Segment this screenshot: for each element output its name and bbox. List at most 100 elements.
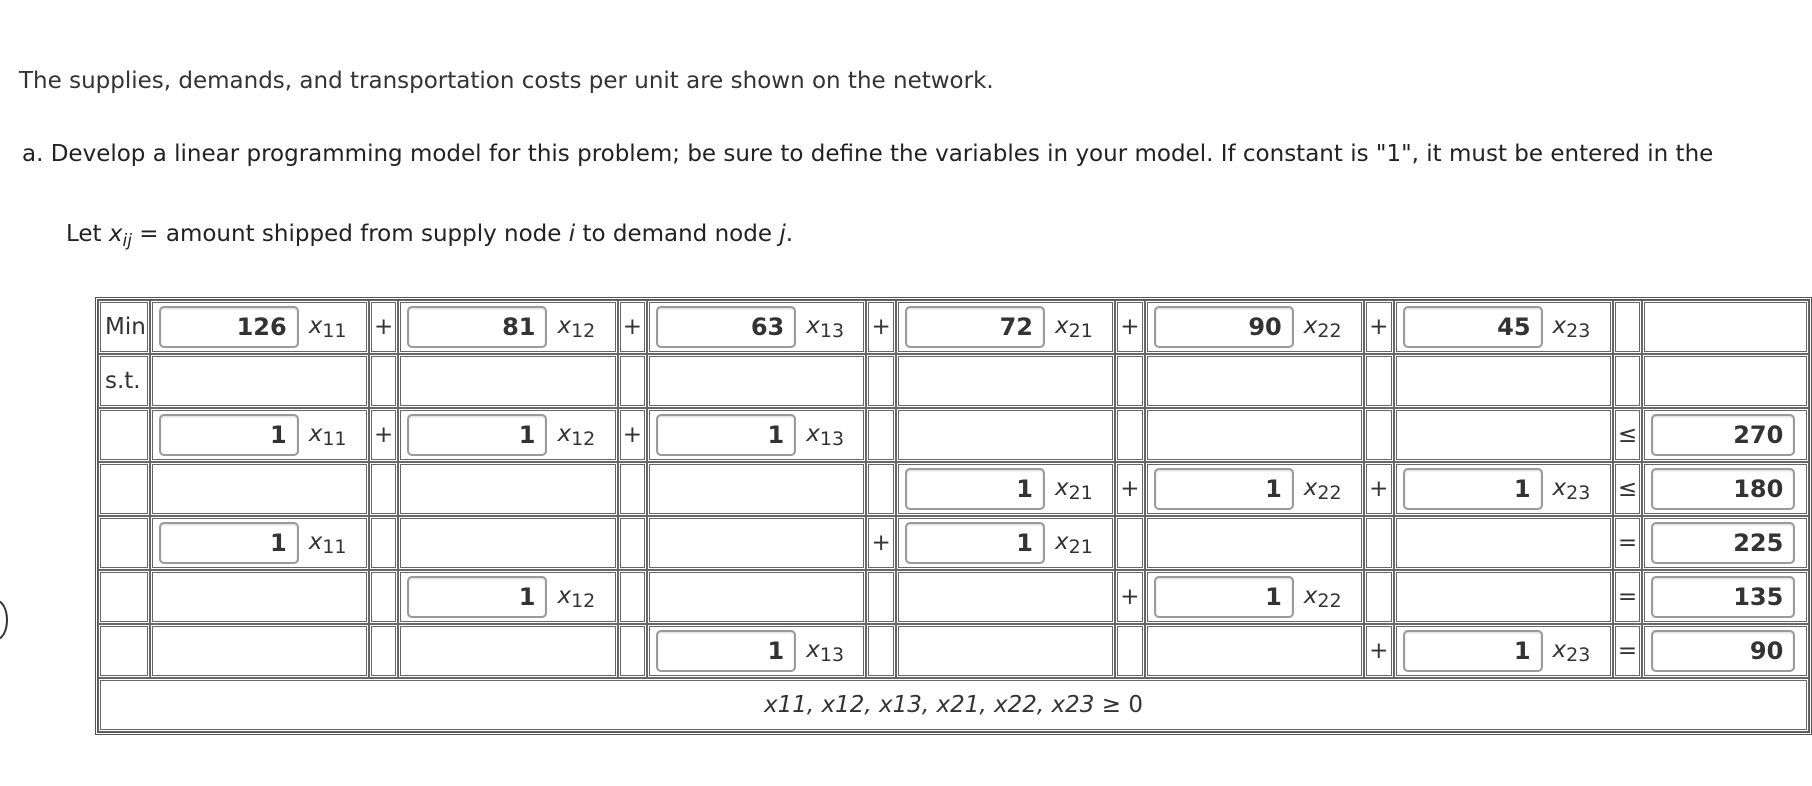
plus-operator: +	[1115, 462, 1145, 516]
row-label	[98, 408, 150, 462]
empty-term-cell	[1144, 624, 1364, 678]
coefficient-input-x12-constraint-1[interactable]: 1	[407, 414, 548, 456]
row-label	[98, 624, 150, 678]
term-cell-x23: 1 x23	[1393, 624, 1613, 678]
coefficient-input-x11-constraint-1[interactable]: 1	[158, 414, 299, 456]
empty-term-cell	[647, 462, 867, 516]
empty-term-cell	[647, 354, 867, 408]
plus-operator: +	[368, 408, 399, 462]
empty-term-cell	[149, 462, 369, 516]
empty-term-cell	[398, 516, 618, 570]
coefficient-input-x22-constraint-2[interactable]: 1	[1153, 468, 1294, 510]
variable-label-x23: x23	[1552, 636, 1591, 666]
empty-term-cell	[1393, 354, 1613, 408]
coefficient-input-x13-objective[interactable]: 63	[656, 306, 797, 348]
term-cell-x13: 1 x13	[647, 408, 867, 462]
variable-label-x12: x12	[557, 582, 596, 612]
rhs-cell: 225	[1642, 516, 1809, 570]
empty-term-cell	[1144, 354, 1364, 408]
plus-operator: +	[368, 300, 399, 354]
row-label: s.t.	[98, 354, 150, 408]
rhs-input[interactable]: 180	[1651, 468, 1796, 510]
coefficient-input-x21-objective[interactable]: 72	[905, 306, 1045, 348]
variable-label-x21: x21	[1055, 312, 1093, 342]
variable-definition: Let xij = amount shipped from supply nod…	[66, 221, 794, 251]
row-label: Min	[98, 300, 150, 354]
coefficient-input-x13-constraint-1[interactable]: 1	[656, 414, 797, 456]
variable-label-x13: x13	[806, 420, 845, 450]
coefficient-input-x11-objective[interactable]: 126	[158, 306, 299, 348]
rhs-input[interactable]: 225	[1651, 522, 1796, 564]
variable-label-x21: x21	[1055, 528, 1093, 558]
plus-operator: +	[866, 300, 896, 354]
operator-cell	[617, 570, 648, 624]
empty-term-cell	[896, 624, 1116, 678]
plus-operator: +	[1363, 624, 1394, 678]
variable-label-x12: x12	[557, 312, 596, 342]
empty-term-cell	[896, 354, 1116, 408]
empty-term-cell	[149, 354, 369, 408]
constraint-sign: =	[1612, 570, 1643, 624]
plus-operator: +	[617, 408, 648, 462]
coefficient-input-x22-objective[interactable]: 90	[1153, 306, 1294, 348]
empty-term-cell	[1393, 516, 1613, 570]
operator-cell	[1363, 408, 1394, 462]
empty-term-cell	[149, 570, 369, 624]
empty-term-cell	[647, 570, 867, 624]
empty-term-cell	[1393, 570, 1613, 624]
plus-operator: +	[1115, 300, 1145, 354]
coefficient-input-x22-constraint-4[interactable]: 1	[1153, 576, 1294, 618]
variable-label-x23: x23	[1552, 474, 1591, 504]
operator-cell	[368, 354, 399, 408]
variable-label-x11: x11	[308, 420, 347, 450]
operator-cell	[866, 354, 896, 408]
term-cell-x23: 1 x23	[1393, 462, 1613, 516]
variable-label-x21: x21	[1055, 474, 1093, 504]
operator-cell	[617, 354, 648, 408]
operator-cell	[368, 624, 399, 678]
rhs-input[interactable]: 90	[1651, 630, 1796, 672]
operator-cell	[1363, 354, 1394, 408]
coefficient-input-x23-constraint-2[interactable]: 1	[1402, 468, 1543, 510]
operator-cell	[866, 570, 896, 624]
coefficient-input-x11-constraint-3[interactable]: 1	[158, 522, 299, 564]
coefficient-input-x23-objective[interactable]: 45	[1402, 306, 1543, 348]
operator-cell	[866, 408, 896, 462]
operator-cell	[617, 462, 648, 516]
operator-cell	[617, 624, 648, 678]
plus-operator: +	[1115, 570, 1145, 624]
rhs-input[interactable]: 135	[1651, 576, 1796, 618]
rhs-cell: 180	[1642, 462, 1809, 516]
term-cell-x13: 63 x13	[647, 300, 867, 354]
coefficient-input-x23-constraint-5[interactable]: 1	[1402, 630, 1543, 672]
variable-label-x13: x13	[806, 636, 845, 666]
operator-cell	[1115, 516, 1145, 570]
empty-term-cell	[398, 462, 618, 516]
plus-operator: +	[866, 516, 896, 570]
coefficient-input-x21-constraint-2[interactable]: 1	[905, 468, 1045, 510]
intro-text: The supplies, demands, and transportatio…	[19, 68, 994, 94]
coefficient-input-x12-objective[interactable]: 81	[407, 306, 548, 348]
part-a-instructions: a. Develop a linear programming model fo…	[22, 141, 1714, 167]
operator-cell	[1115, 624, 1145, 678]
variable-label-x13: x13	[806, 312, 845, 342]
term-cell-x12: 1 x12	[398, 570, 618, 624]
plus-operator: +	[617, 300, 648, 354]
constraint-sign: ≤	[1612, 408, 1643, 462]
coefficient-input-x21-constraint-3[interactable]: 1	[905, 522, 1045, 564]
plus-operator: +	[1363, 462, 1394, 516]
empty-term-cell	[1393, 408, 1613, 462]
term-cell-x11: 1 x11	[149, 408, 369, 462]
variable-label-x11: x11	[308, 312, 347, 342]
coefficient-input-x13-constraint-5[interactable]: 1	[656, 630, 797, 672]
rhs-input[interactable]: 270	[1651, 414, 1796, 456]
nonnegativity-constraint: x11, x12, x13, x21, x22, x23 ≥ 0	[98, 678, 1809, 732]
coefficient-input-x12-constraint-4[interactable]: 1	[407, 576, 548, 618]
row-label	[98, 516, 150, 570]
